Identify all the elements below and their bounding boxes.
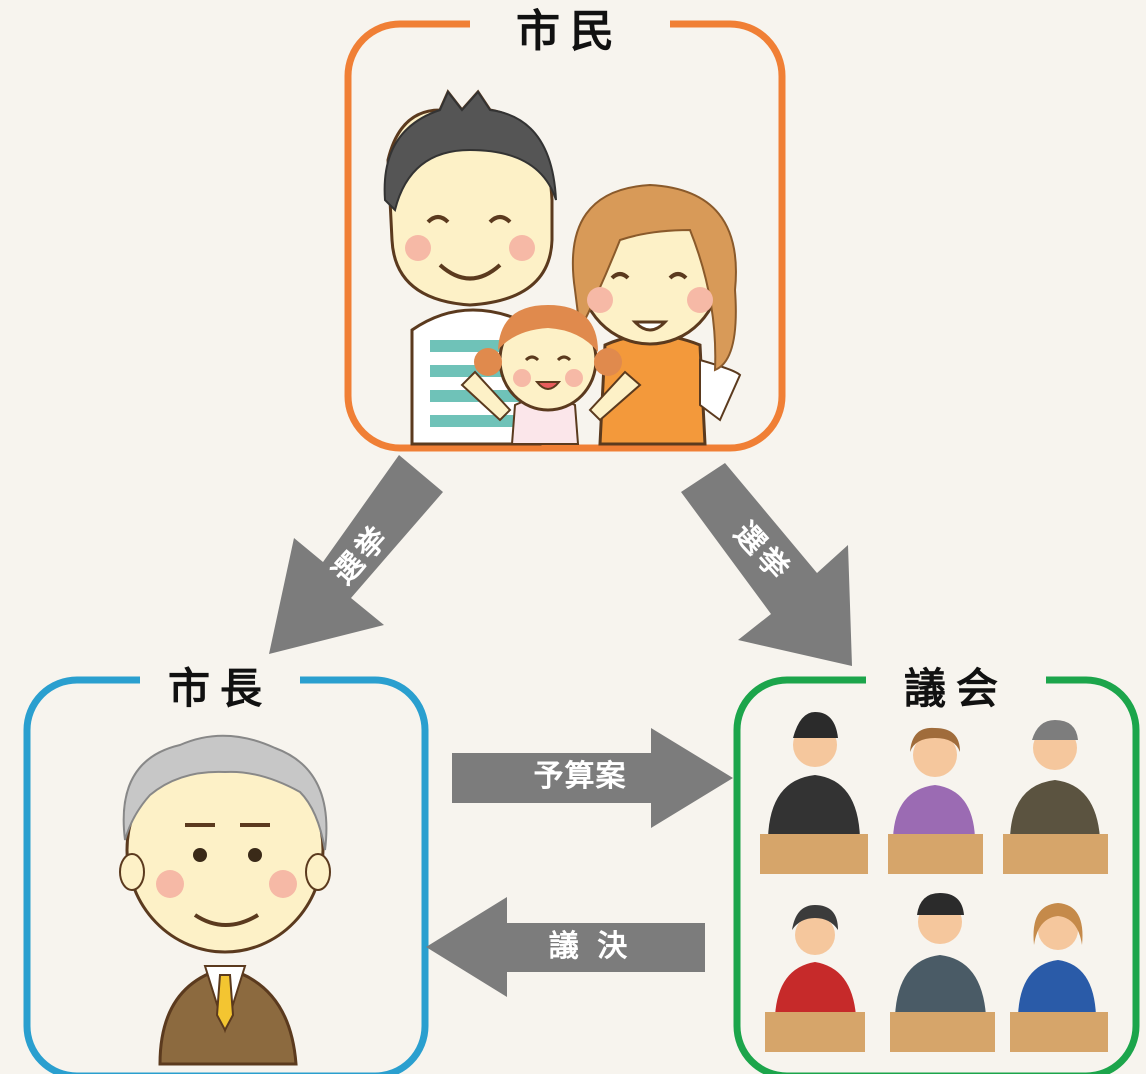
council-illustration (760, 712, 1108, 1052)
arrow-citizens-to-mayor (269, 455, 443, 654)
council-member (1010, 903, 1108, 1052)
council-member (765, 905, 865, 1052)
council-member (888, 727, 983, 874)
council-label: 議会 (866, 666, 1046, 712)
council-member (890, 893, 995, 1052)
arrow-mayor-to-council (452, 728, 733, 828)
council-member (760, 712, 868, 874)
arrow-council-to-mayor (426, 897, 705, 997)
mayor-label: 市長 (140, 666, 300, 712)
mayor-illustration (119, 734, 331, 1066)
edge-label-mayor-to-council: 予算案 (533, 759, 627, 794)
edge-label-council-to-mayor: 議 決 (548, 929, 632, 964)
citizens-label: 市民 (470, 8, 670, 56)
family-illustration (383, 89, 742, 446)
arrow-citizens-to-council (681, 463, 852, 666)
council-member (1003, 720, 1108, 874)
